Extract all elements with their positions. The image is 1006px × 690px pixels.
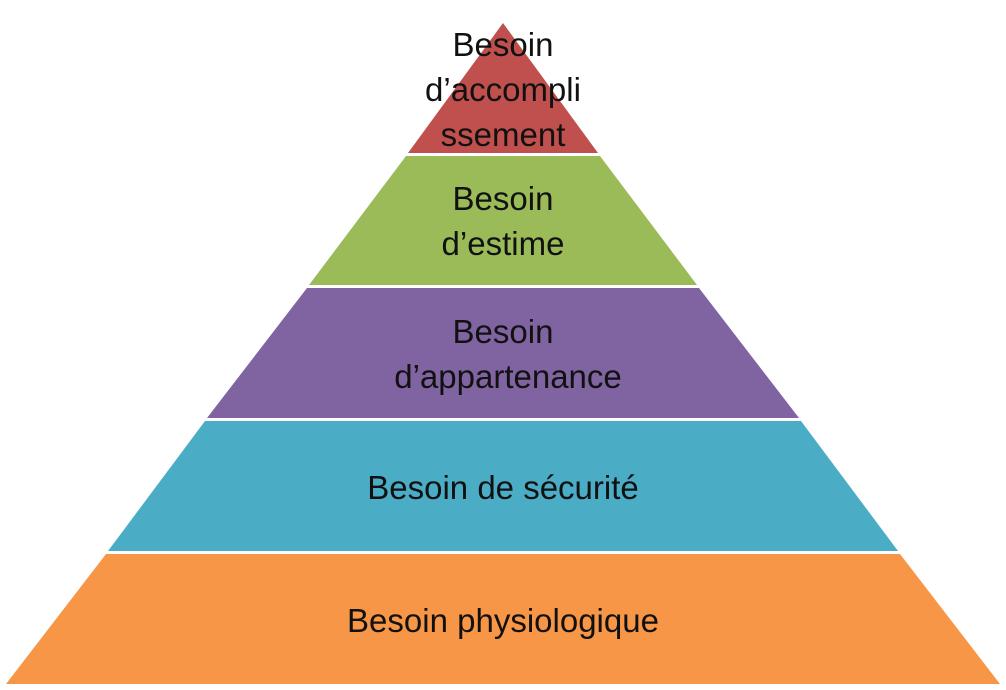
tier-accomplissement-label-line-1: Besoin bbox=[453, 26, 554, 63]
tier-accomplissement-label-line-2: d’accompli bbox=[425, 71, 581, 108]
tier-appartenance-label-line-1: Besoin bbox=[453, 313, 554, 350]
tier-estime: Besoin d’estime bbox=[309, 156, 697, 285]
tier-physiologique: Besoin physiologique bbox=[6, 554, 1000, 684]
tier-appartenance: Besoin d’appartenance bbox=[207, 288, 799, 418]
tier-appartenance-shape bbox=[207, 288, 799, 418]
tier-physiologique-shape bbox=[6, 554, 1000, 684]
tier-estime-label-line-1: Besoin bbox=[453, 180, 554, 217]
tier-estime-label-line-2: d’estime bbox=[442, 225, 565, 262]
tier-securite-shape bbox=[108, 421, 898, 551]
tier-accomplissement-label-line-3: ssement bbox=[441, 116, 566, 153]
tier-accomplissement-shape bbox=[408, 23, 598, 153]
tier-securite: Besoin de sécurité bbox=[108, 421, 898, 551]
tier-appartenance-label-line-2: d’appartenance bbox=[394, 358, 622, 395]
tier-estime-shape bbox=[309, 156, 697, 285]
tier-accomplissement: Besoin d’accompli ssement bbox=[408, 23, 598, 153]
tier-physiologique-label: Besoin physiologique bbox=[347, 602, 659, 639]
tier-securite-label: Besoin de sécurité bbox=[367, 469, 639, 506]
